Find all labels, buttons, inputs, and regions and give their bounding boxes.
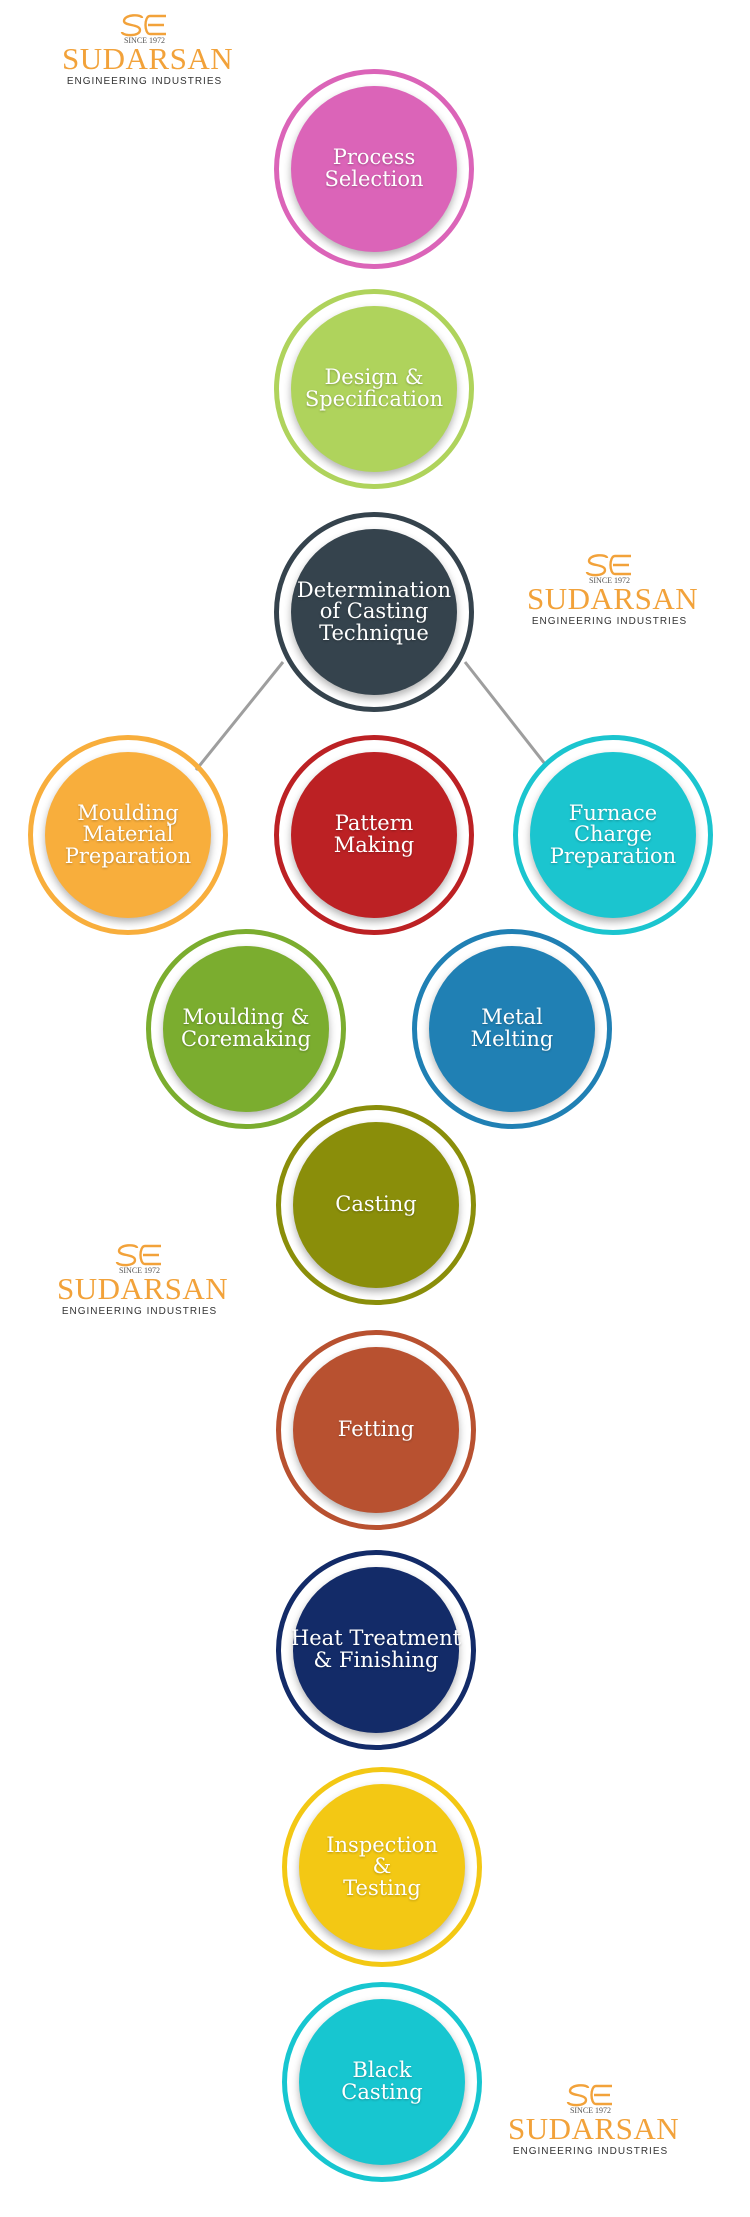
step-label: Design & Specification: [304, 365, 444, 411]
step-fetting: Fetting: [276, 1330, 476, 1530]
step-label: Casting: [335, 1192, 417, 1217]
disc: [293, 1122, 459, 1288]
ring: [282, 1982, 482, 2182]
step-label: Process Selection: [324, 145, 424, 191]
step-casting: Casting: [276, 1105, 476, 1305]
step-inspection-testing: Inspection & Testing: [282, 1767, 482, 1967]
disc: [291, 306, 457, 472]
ring: [282, 1767, 482, 1967]
ring: [274, 289, 474, 489]
sudarsan-logo: SINCE 1972 SUDARSAN ENGINEERING INDUSTRI…: [62, 12, 234, 92]
ring: [276, 1105, 476, 1305]
ring: [274, 735, 474, 935]
ring: [274, 69, 474, 269]
step-label: Moulding & Coremaking: [180, 1005, 312, 1051]
ring: [412, 929, 612, 1129]
ring: [146, 929, 346, 1129]
step-heat-treatment-finishing: Heat Treatment & Finishing: [276, 1550, 476, 1750]
logo-since-text: SINCE 1972: [123, 36, 166, 45]
ring: [276, 1550, 476, 1750]
logo-since-text: SINCE 1972: [588, 576, 631, 585]
step-label: Furnace Charge Preparation: [549, 800, 677, 868]
logo-tagline-text: ENGINEERING INDUSTRIES: [512, 2146, 669, 2157]
step-label: Pattern Making: [333, 811, 415, 857]
sudarsan-logo: SINCE 1972 SUDARSAN ENGINEERING INDUSTRI…: [527, 552, 699, 632]
step-metal-melting: Metal Melting: [412, 929, 612, 1129]
step-black-casting: Black Casting: [282, 1982, 482, 2182]
logo-since-text: SINCE 1972: [569, 2106, 612, 2115]
step-label: Moulding Material Preparation: [64, 800, 192, 868]
disc: [45, 752, 211, 918]
logo-name-text: SUDARSAN: [508, 2111, 680, 2146]
disc: [291, 752, 457, 918]
step-label: Black Casting: [341, 2058, 423, 2104]
step-furnace-charge-preparation: Furnace Charge Preparation: [513, 735, 713, 935]
step-label: Heat Treatment & Finishing: [290, 1626, 462, 1672]
step-label: Fetting: [337, 1417, 415, 1442]
disc: [291, 529, 457, 695]
ring: [28, 735, 228, 935]
ring: [276, 1330, 476, 1530]
disc: [299, 1999, 465, 2165]
logo-name-text: SUDARSAN: [527, 581, 699, 616]
disc: [293, 1567, 459, 1733]
sudarsan-logo: SINCE 1972 SUDARSAN ENGINEERING INDUSTRI…: [508, 2082, 680, 2162]
disc: [163, 946, 329, 1112]
logo-since-text: SINCE 1972: [118, 1266, 161, 1275]
disc: [293, 1347, 459, 1513]
se-monogram-icon: [585, 554, 631, 577]
se-monogram-icon: [566, 2084, 612, 2107]
step-design-specification: Design & Specification: [274, 289, 474, 489]
connector-to-furnace-charge: [463, 661, 547, 765]
logo-name-text: SUDARSAN: [62, 41, 234, 76]
step-label: Determination of Casting Technique: [296, 577, 452, 645]
disc: [291, 86, 457, 252]
se-monogram-icon: [120, 14, 166, 37]
logo-tagline-text: ENGINEERING INDUSTRIES: [66, 76, 223, 87]
disc: [429, 946, 595, 1112]
disc: [530, 752, 696, 918]
ring: [274, 512, 474, 712]
logo-tagline-text: ENGINEERING INDUSTRIES: [61, 1306, 218, 1317]
step-label: Metal Melting: [470, 1005, 554, 1051]
step-label: Inspection & Testing: [326, 1832, 438, 1900]
connector-to-moulding-material: [194, 661, 285, 771]
logo-tagline-text: ENGINEERING INDUSTRIES: [531, 616, 688, 627]
step-moulding-material-preparation: Moulding Material Preparation: [28, 735, 228, 935]
step-process-selection: Process Selection: [274, 69, 474, 269]
step-determination-casting-technique: Determination of Casting Technique: [274, 512, 474, 712]
ring: [513, 735, 713, 935]
logo-name-text: SUDARSAN: [57, 1271, 229, 1306]
step-pattern-making: Pattern Making: [274, 735, 474, 935]
se-monogram-icon: [115, 1244, 161, 1267]
disc: [299, 1784, 465, 1950]
sudarsan-logo: SINCE 1972 SUDARSAN ENGINEERING INDUSTRI…: [57, 1242, 229, 1322]
step-moulding-coremaking: Moulding & Coremaking: [146, 929, 346, 1129]
